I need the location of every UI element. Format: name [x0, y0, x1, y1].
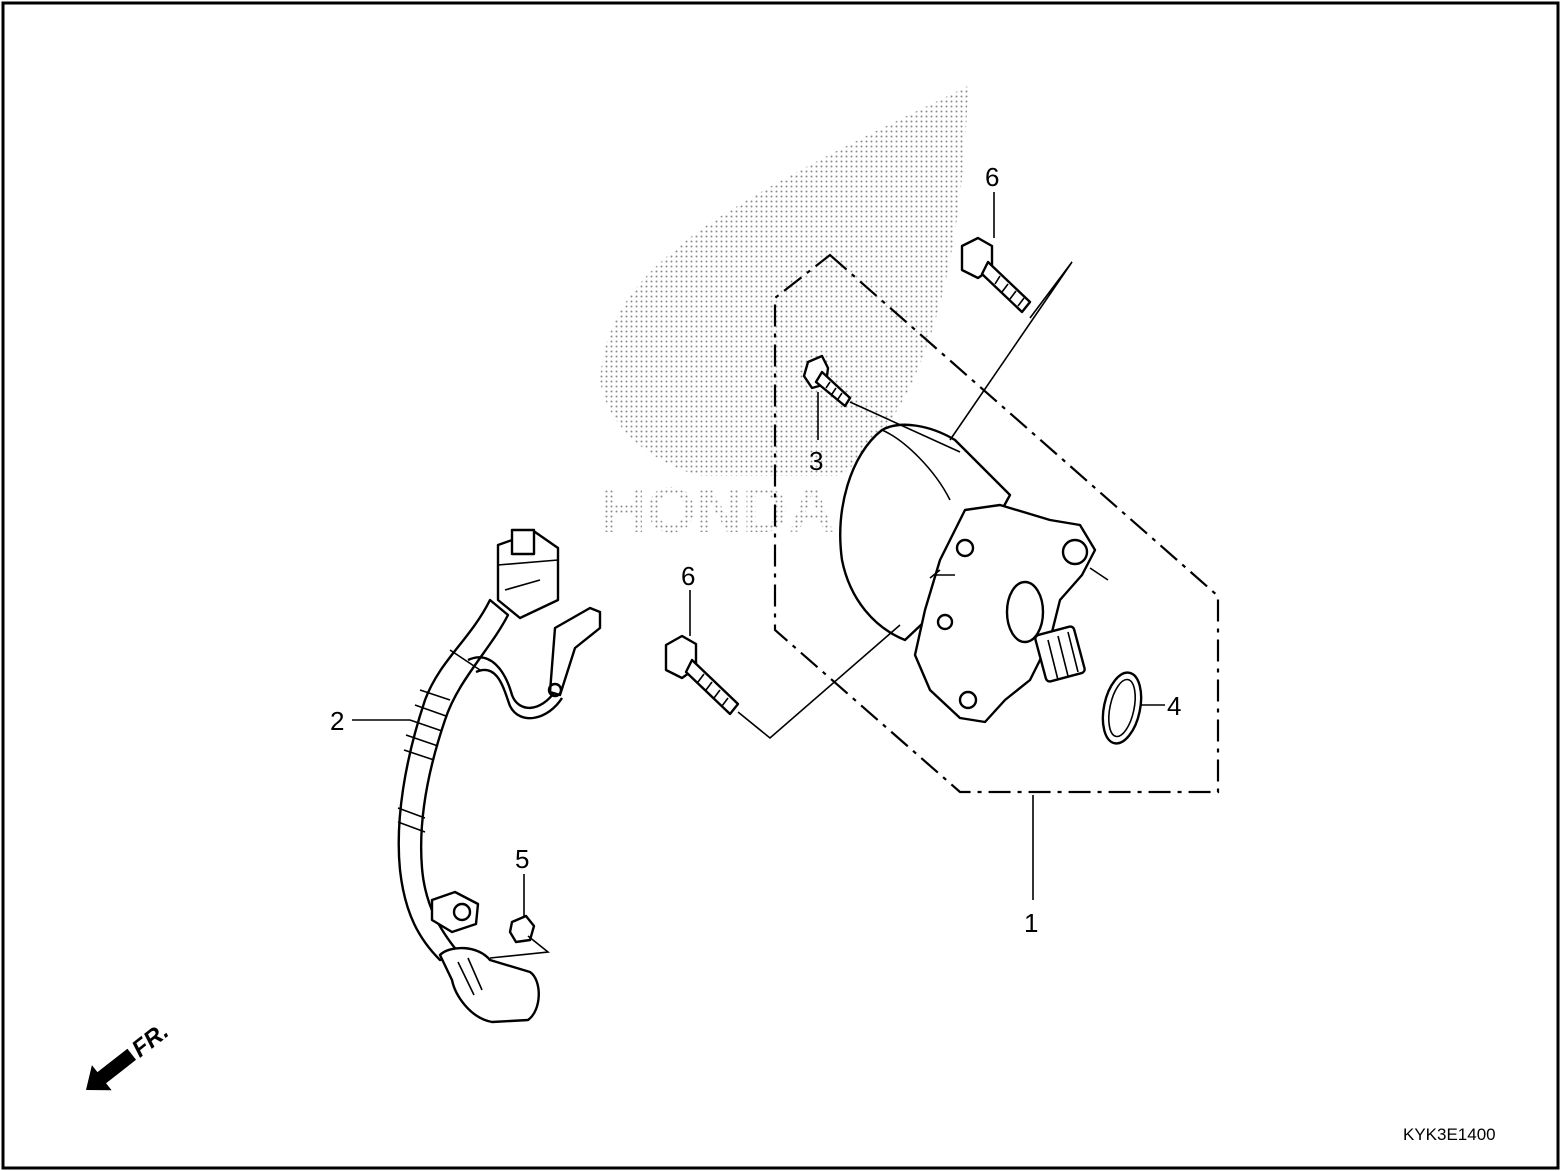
bolt-6-lower-path — [737, 624, 901, 740]
o-ring-shaft-line — [1089, 567, 1109, 581]
honda-wing-watermark: HONDA — [600, 86, 968, 546]
callout-2: 2 — [330, 706, 344, 736]
front-direction-arrow: FR. — [86, 1018, 174, 1091]
callout-4: 4 — [1167, 691, 1181, 721]
screw-5 — [489, 914, 551, 959]
diagram-code: KYK3E1400 — [1403, 1125, 1496, 1144]
starter-cable — [397, 528, 602, 1024]
bolt-6-upper — [960, 236, 1032, 314]
callout-5: 5 — [515, 844, 529, 874]
callout-3: 3 — [809, 446, 823, 476]
callout-6-upper: 6 — [985, 162, 999, 192]
bolt-6-lower — [664, 634, 740, 716]
callout-6-lower: 6 — [681, 561, 695, 591]
starter-motor — [839, 423, 1097, 724]
watermark-text: HONDA — [600, 474, 835, 546]
starter-motor-group-outline — [773, 253, 1220, 794]
o-ring — [1101, 671, 1143, 745]
bolt-3 — [802, 354, 961, 453]
direction-label: FR. — [127, 1018, 174, 1063]
callout-1: 1 — [1024, 908, 1038, 938]
bolt-6-upper-path — [949, 261, 1073, 441]
